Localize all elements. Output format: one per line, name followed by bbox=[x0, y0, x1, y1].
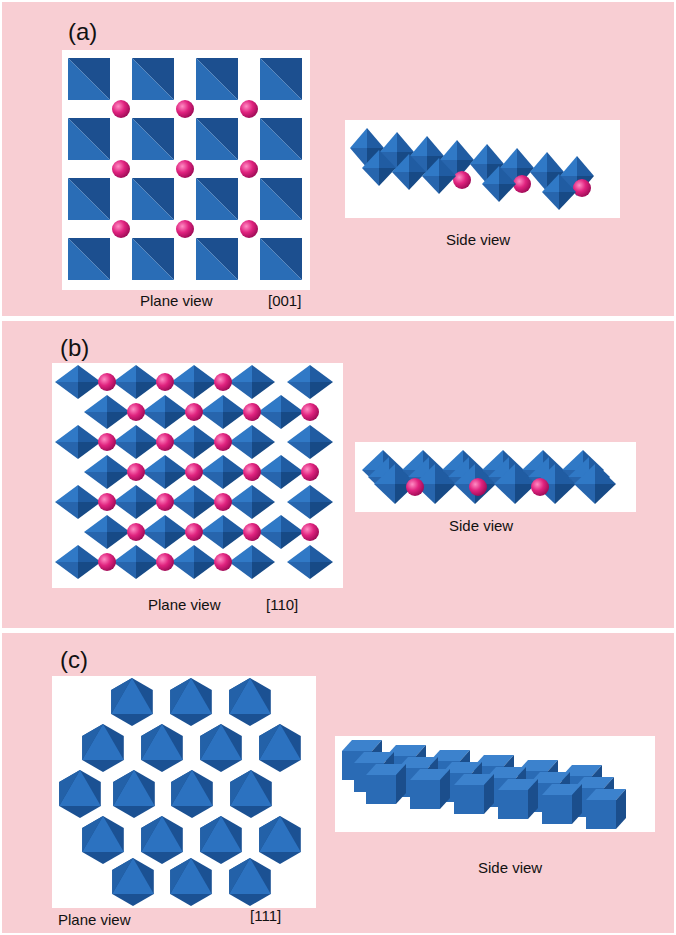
view-label: Plane view bbox=[58, 911, 131, 928]
panel-letter: (a) bbox=[68, 18, 97, 46]
direction-label: [110] bbox=[266, 596, 298, 613]
panel-c: (c) Plane view [111] Side view bbox=[2, 633, 674, 933]
view-label: Plane view bbox=[140, 292, 213, 309]
panel-c-illustration bbox=[2, 633, 674, 933]
direction-label: [111] bbox=[250, 907, 281, 924]
view-label: Plane view bbox=[148, 596, 221, 613]
panel-letter: (c) bbox=[60, 646, 88, 674]
panel-a-illustration bbox=[2, 2, 674, 316]
panel-letter: (b) bbox=[60, 334, 89, 362]
view-label: Side view bbox=[446, 231, 510, 248]
view-label: Side view bbox=[449, 517, 513, 534]
panel-b: (b) Plane view [110] Side view bbox=[2, 321, 674, 628]
panel-a: (a) Plane view [001] Side view bbox=[2, 2, 674, 316]
direction-label: [001] bbox=[268, 292, 301, 309]
view-label: Side view bbox=[478, 859, 542, 876]
panel-b-illustration bbox=[2, 321, 674, 628]
